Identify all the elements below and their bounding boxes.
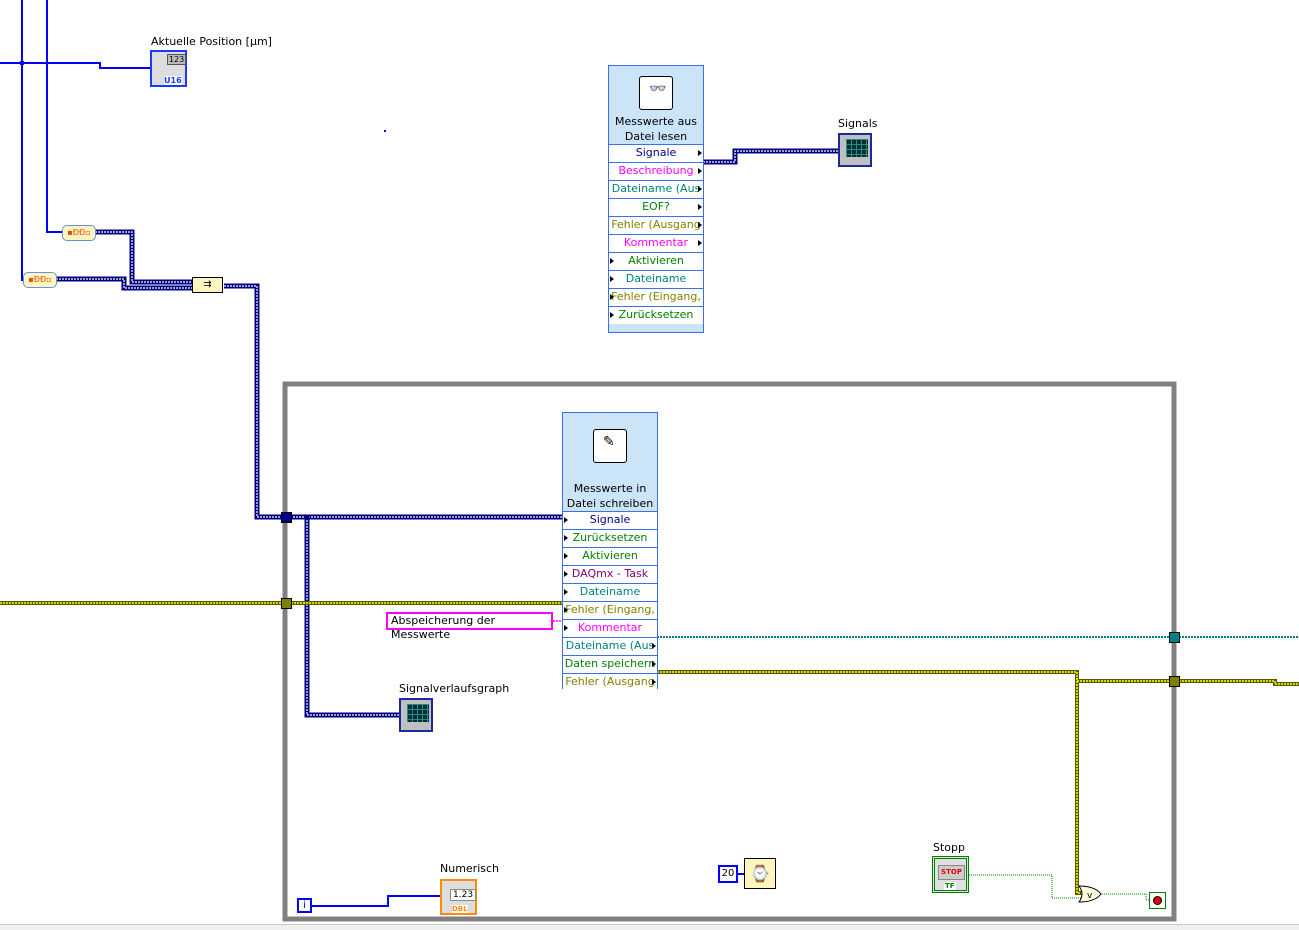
position-value: 123	[167, 54, 187, 65]
terminal-fehler-eingang[interactable]: Fehler (Eingang,	[609, 288, 703, 306]
numeric-type: DBL	[452, 905, 468, 913]
position-array-indicator[interactable]: 123 U16	[150, 50, 187, 87]
terminal-eof[interactable]: EOF?	[609, 198, 703, 216]
horizontal-scrollbar[interactable]	[0, 924, 1299, 930]
numeric-value: 1.23	[450, 889, 477, 901]
dynamic-data-wires	[56, 148, 840, 718]
tunnel-signals	[281, 512, 292, 523]
tunnel-error-in	[281, 598, 292, 609]
stop-button-face: STOP	[938, 865, 965, 880]
numeric-label: Numerisch	[440, 862, 500, 875]
terminal-daqmx-task[interactable]: DAQmx - Task	[563, 565, 657, 583]
signals-label: Signals	[838, 117, 878, 130]
terminal-fehler-ausgang[interactable]: Fehler (Ausgang	[563, 673, 657, 691]
terminal-zurücksetzen[interactable]: Zurücksetzen	[563, 529, 657, 547]
write-file-pencil-icon: ✎	[593, 429, 627, 463]
svg-text:v: v	[1087, 891, 1093, 901]
position-indicator-label: Aktuelle Position [µm]	[151, 35, 272, 48]
stop-label: Stopp	[933, 841, 965, 854]
write-node-title: Messwerte in Datei schreiben	[566, 482, 654, 510]
terminal-dateiname-aus[interactable]: Dateiname (Aus	[563, 637, 657, 655]
terminal-daten-speichern[interactable]: Daten speichern	[563, 655, 657, 673]
terminal-zurücksetzen[interactable]: Zurücksetzen	[609, 306, 703, 324]
convert-to-dynamic-data-node-2[interactable]: ▪ĐĐ▫	[23, 272, 57, 288]
stop-button-control[interactable]: STOP TF	[932, 856, 969, 893]
convert-to-dynamic-data-node-1[interactable]: ▪ĐĐ▫	[62, 225, 96, 241]
terminal-fehler-eingang[interactable]: Fehler (Eingang,	[563, 601, 657, 619]
terminal-aktivieren[interactable]: Aktivieren	[609, 252, 703, 270]
wait-ms-constant[interactable]: 20	[718, 865, 738, 883]
waveform-graph-label: Signalverlaufsgraph	[399, 682, 510, 695]
boolean-wires	[969, 874, 1150, 901]
numeric-indicator[interactable]: 1.23 DBL	[440, 879, 477, 915]
merge-signals-node[interactable]: ⇉	[192, 277, 223, 293]
terminal-signale[interactable]: Signale	[609, 144, 703, 162]
terminal-beschreibung[interactable]: Beschreibung	[609, 162, 703, 180]
position-type: U16	[164, 76, 182, 85]
terminal-dateiname-aus[interactable]: Dateiname (Aus	[609, 180, 703, 198]
tunnel-error-out	[1169, 676, 1180, 687]
terminal-kommentar[interactable]: Kommentar	[609, 234, 703, 252]
loop-condition-terminal[interactable]	[1149, 892, 1166, 909]
read-node-title: Messwerte aus Datei lesen	[614, 115, 698, 143]
or-gate-icon	[1078, 885, 1102, 903]
comment-string-constant[interactable]: Abspeicherung der Messwerte	[386, 612, 553, 641]
terminal-aktivieren[interactable]: Aktivieren	[563, 547, 657, 565]
stop-type: TF	[944, 882, 956, 890]
read-file-glasses-icon: 👓	[639, 76, 673, 110]
terminal-dateiname[interactable]: Dateiname	[609, 270, 703, 288]
signals-graph-indicator[interactable]	[838, 133, 872, 167]
wait-ms-function-watch-icon[interactable]: ⌚	[744, 858, 776, 889]
while-loop-frame	[282, 381, 1177, 922]
iteration-terminal: i	[297, 898, 312, 913]
terminal-fehler-ausgang[interactable]: Fehler (Ausgang	[609, 216, 703, 234]
terminal-kommentar[interactable]: Kommentar	[563, 619, 657, 637]
stop-circle-icon	[1153, 896, 1162, 905]
tunnel-path-out	[1169, 632, 1180, 643]
waveform-graph-indicator[interactable]	[399, 698, 433, 732]
terminal-signale[interactable]: Signale	[563, 511, 657, 529]
terminal-dateiname[interactable]: Dateiname	[563, 583, 657, 601]
